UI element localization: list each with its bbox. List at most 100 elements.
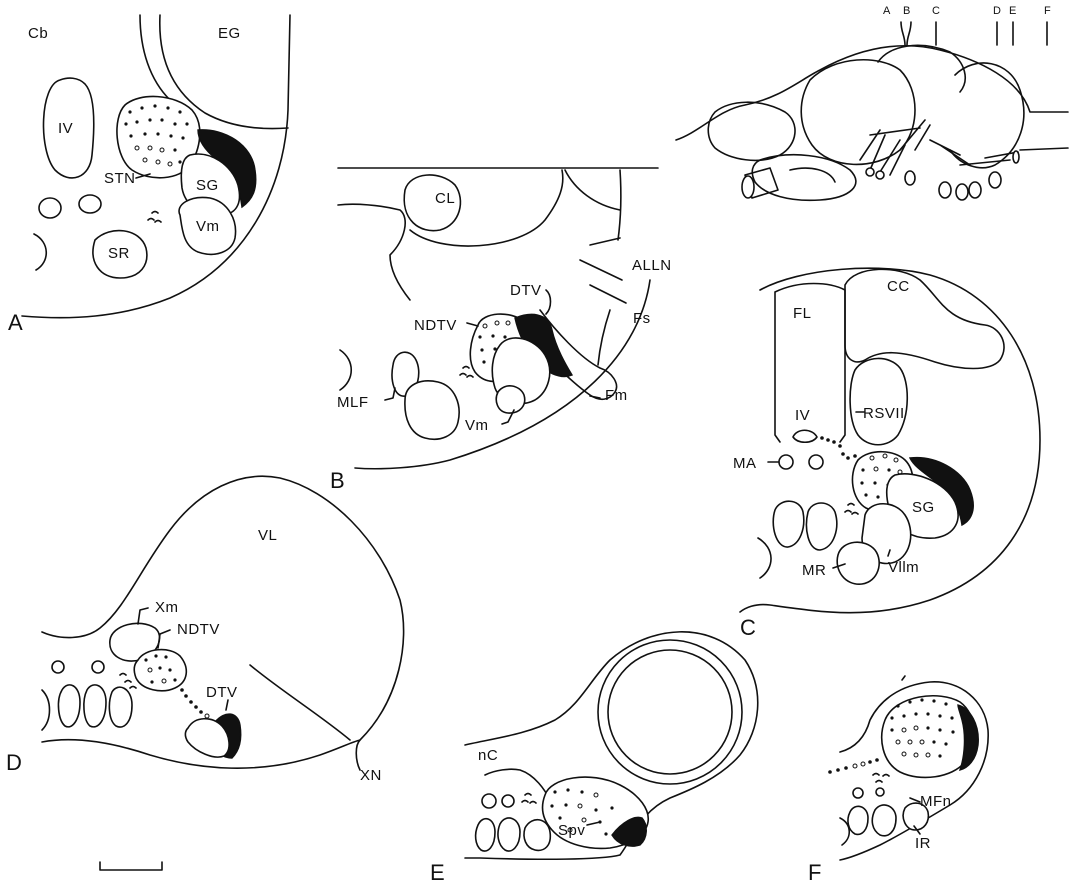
panel-a-label-sg: SG (196, 177, 219, 194)
panel-d-fibers (120, 674, 136, 689)
panel-a-letter: A (8, 310, 23, 335)
panel-b-fibers (460, 367, 473, 378)
panel-a-cb-boundary (140, 15, 170, 100)
panel-f: MFn IR F (808, 676, 988, 883)
panel-a: Cb EG IV STN SG Vm SR A (8, 15, 290, 335)
panel-e-small-circle-2 (502, 795, 514, 807)
panel-f-small-circle-1 (853, 788, 863, 798)
panel-b-vm (496, 386, 524, 413)
panel-c-mr (837, 542, 879, 584)
panel-d-small-circle-1 (52, 661, 64, 673)
svg-text:F: F (1044, 5, 1051, 17)
panel-e-eye-inner (608, 650, 732, 774)
panel-c-oval-1 (773, 501, 804, 547)
panel-c-label-vllm: Vllm (888, 559, 919, 576)
panel-d-dotted-path (180, 688, 209, 718)
panel-c-rsvii (850, 358, 907, 444)
panel-d-vl-inner (250, 665, 350, 740)
panel-b-label-vm: Vm (465, 417, 489, 434)
panel-b-fm-tract-right (598, 310, 610, 365)
panel-a-label-vm: Vm (196, 218, 220, 235)
panel-a-label-stn: STN (104, 170, 136, 187)
panel-c-label-iv: IV (795, 407, 810, 424)
brain-nerve-cut-6 (969, 182, 981, 198)
panel-c-dotted-path (820, 436, 857, 460)
brain-nerve-cut-1 (866, 168, 874, 176)
panel-e-letter: E (430, 860, 445, 883)
panel-f-top-notch (902, 676, 905, 680)
brain-cerebellum (878, 45, 965, 92)
panel-b-label-mlf: MLF (337, 394, 369, 411)
panel-b-oval (405, 381, 459, 439)
panel-b: CL ALLN DTV NDTV Fs MLF Vm Fm B (330, 168, 672, 493)
panel-f-oval-2 (872, 805, 896, 836)
panel-e-eye-outer (598, 640, 742, 784)
panel-a-small-oval-2 (79, 195, 101, 213)
panel-b-left-arc (340, 350, 351, 390)
panel-e-nc-boundary (485, 769, 550, 800)
panel-d-label-vl: VL (258, 527, 277, 544)
panel-c-label-sg: SG (912, 499, 935, 516)
brain-nerve-cut-8 (1013, 151, 1019, 163)
panel-d-oval-1 (58, 685, 80, 727)
brain-nerve-cut-5 (956, 184, 968, 200)
panel-e-small-circle-1 (482, 794, 496, 808)
section-ticks: A B C D E F (883, 5, 1051, 45)
panel-e: nC Spv E (430, 632, 758, 883)
brain-medulla-lobe (950, 63, 1024, 168)
panel-c-label-mr: MR (802, 562, 826, 579)
panel-e-oval-2 (498, 818, 520, 851)
panel-f-dotted-path (828, 758, 879, 774)
panel-f-label-mfn: MFn (920, 793, 952, 810)
brain-ventral-lobe-2 (790, 168, 835, 182)
panel-b-letter: B (330, 468, 345, 493)
panel-d-letter: D (6, 750, 22, 775)
panel-c-ma-1 (779, 455, 793, 469)
panel-d-label-dtv: DTV (206, 684, 238, 701)
panel-c-cc (845, 269, 1004, 368)
panel-c-left-arc (758, 538, 771, 578)
panel-e-label-nc: nC (478, 747, 498, 764)
brain-nerve-cut-7 (989, 172, 1001, 188)
panel-a-fibers (148, 212, 161, 223)
panel-a-label-iv: IV (58, 120, 73, 137)
svg-text:C: C (932, 5, 940, 17)
svg-text:A: A (883, 5, 891, 17)
panel-d-left-arc (42, 690, 50, 730)
panel-d-oval-2 (84, 685, 106, 727)
panel-c: FL CC IV RSVII MA SG Vllm MR C (733, 268, 1040, 640)
panel-c-label-fl: FL (793, 305, 812, 322)
panel-b-cl-right (565, 170, 620, 210)
brain-telencephalon (708, 102, 795, 160)
panel-a-label-sr: SR (108, 245, 130, 262)
panel-c-letter: C (740, 615, 756, 640)
panel-c-iv (793, 430, 817, 442)
panel-b-cl-boundary (338, 204, 410, 300)
panel-c-fibers (845, 504, 858, 515)
panel-b-fs-lines (580, 260, 626, 303)
panel-f-oval-1 (848, 806, 868, 834)
panel-a-label-cb: Cb (28, 25, 48, 42)
panel-f-letter: F (808, 860, 821, 883)
brain-nerve-stump (742, 176, 754, 198)
panel-f-small-circle-2 (876, 788, 884, 796)
panel-e-oval-3 (524, 820, 550, 851)
panel-f-label-ir: IR (915, 835, 931, 852)
panel-f-fibers (873, 774, 889, 783)
panel-b-outline-right (590, 170, 621, 245)
svg-text:E: E (1009, 5, 1016, 17)
brain-nerve-cut-4 (939, 182, 951, 198)
panel-b-label-fm: Fm (605, 387, 628, 404)
svg-text:D: D (993, 5, 1001, 17)
panel-b-label-ndtv: NDTV (414, 317, 457, 334)
panel-c-ma-2 (809, 455, 823, 469)
panel-b-label-fs: Fs (633, 310, 651, 327)
panel-c-label-ma: MA (733, 455, 757, 472)
panel-d: VL Xm NDTV DTV XN D (6, 476, 404, 784)
panel-a-small-oval-1 (39, 198, 61, 218)
brain-nerve-cut-3 (905, 171, 915, 185)
panel-d-oval-3 (109, 687, 132, 727)
panel-b-label-dtv: DTV (510, 282, 542, 299)
brain-cranial-nerves (860, 120, 1018, 175)
brain-tectum-left (801, 60, 915, 165)
